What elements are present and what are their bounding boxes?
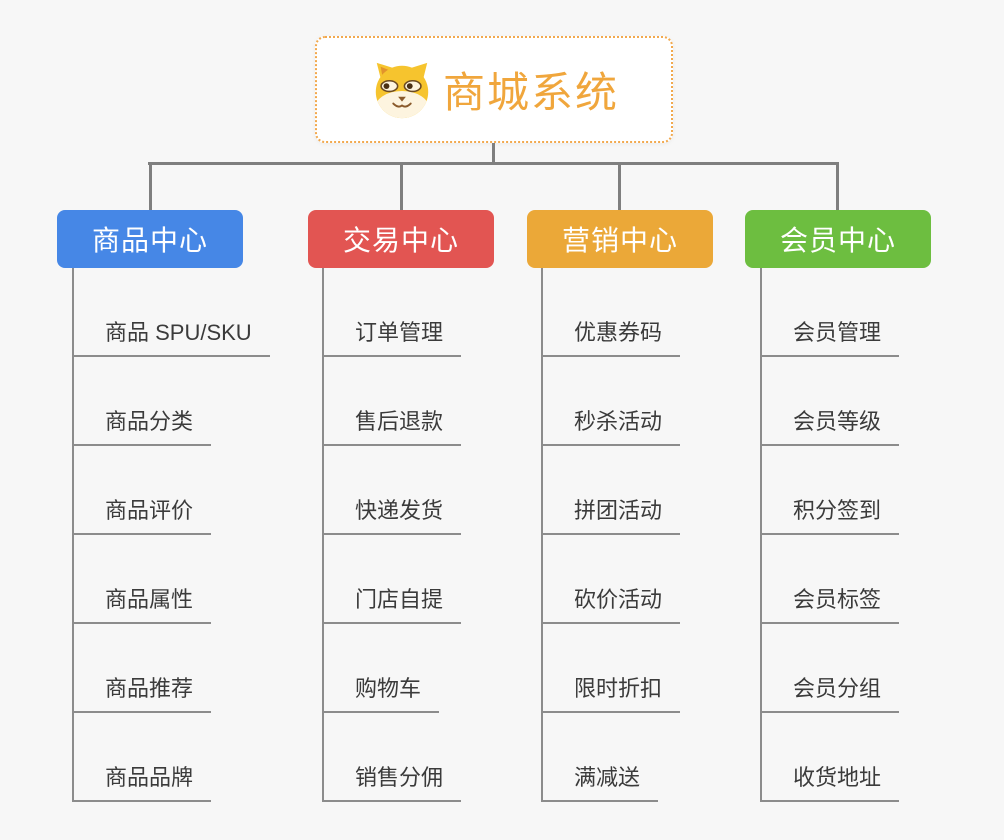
leaf-node[interactable]: 优惠券码: [541, 320, 681, 357]
leaf-node[interactable]: 快递发货: [322, 498, 462, 535]
connector-horizontal-bar: [148, 162, 839, 165]
leaf-node[interactable]: 商品 SPU/SKU: [72, 320, 270, 357]
branch-label: 商品中心: [91, 225, 208, 256]
leaf-node[interactable]: 商品品牌: [72, 765, 212, 802]
branch-node-marketing-center[interactable]: 营销中心: [527, 210, 713, 268]
connector-drop-product-center: [149, 162, 152, 211]
leaf-node[interactable]: 商品分类: [72, 409, 212, 446]
leaf-node[interactable]: 砍价活动: [541, 587, 681, 624]
leaf-node[interactable]: 积分签到: [760, 498, 900, 535]
leaf-node[interactable]: 销售分佣: [322, 765, 462, 802]
leaf-node[interactable]: 满减送: [541, 765, 659, 802]
leaf-node[interactable]: 订单管理: [322, 320, 462, 357]
leaf-node[interactable]: 会员标签: [760, 587, 900, 624]
branch-label: 会员中心: [779, 225, 896, 256]
connector-drop-member-center: [836, 162, 839, 211]
branch-node-member-center[interactable]: 会员中心: [745, 210, 931, 268]
leaf-node[interactable]: 会员分组: [760, 676, 900, 713]
leaf-node[interactable]: 会员管理: [760, 320, 900, 357]
leaf-node[interactable]: 售后退款: [322, 409, 462, 446]
branch-node-trade-center[interactable]: 交易中心: [308, 210, 494, 268]
root-label: 商城系统: [442, 69, 619, 116]
leaf-node[interactable]: 拼团活动: [541, 498, 681, 535]
leaf-node[interactable]: 商品推荐: [72, 676, 212, 713]
leaf-node[interactable]: 商品属性: [72, 587, 212, 624]
leaf-node[interactable]: 门店自提: [322, 587, 462, 624]
branch-node-product-center[interactable]: 商品中心: [57, 210, 243, 268]
leaf-node[interactable]: 会员等级: [760, 409, 900, 446]
leaf-node[interactable]: 商品评价: [72, 498, 212, 535]
leaf-node[interactable]: 购物车: [322, 676, 440, 713]
connector-drop-trade-center: [400, 162, 403, 211]
connector-root-drop: [492, 143, 495, 165]
root-node[interactable]: 商城系统: [315, 36, 673, 143]
leaf-node[interactable]: 收货地址: [760, 765, 900, 802]
connector-drop-marketing-center: [618, 162, 621, 211]
branch-label: 营销中心: [561, 225, 678, 256]
branch-label: 交易中心: [342, 225, 459, 256]
leaf-node[interactable]: 秒杀活动: [541, 409, 681, 446]
doge-icon: [369, 59, 435, 121]
leaf-node[interactable]: 限时折扣: [541, 676, 681, 713]
